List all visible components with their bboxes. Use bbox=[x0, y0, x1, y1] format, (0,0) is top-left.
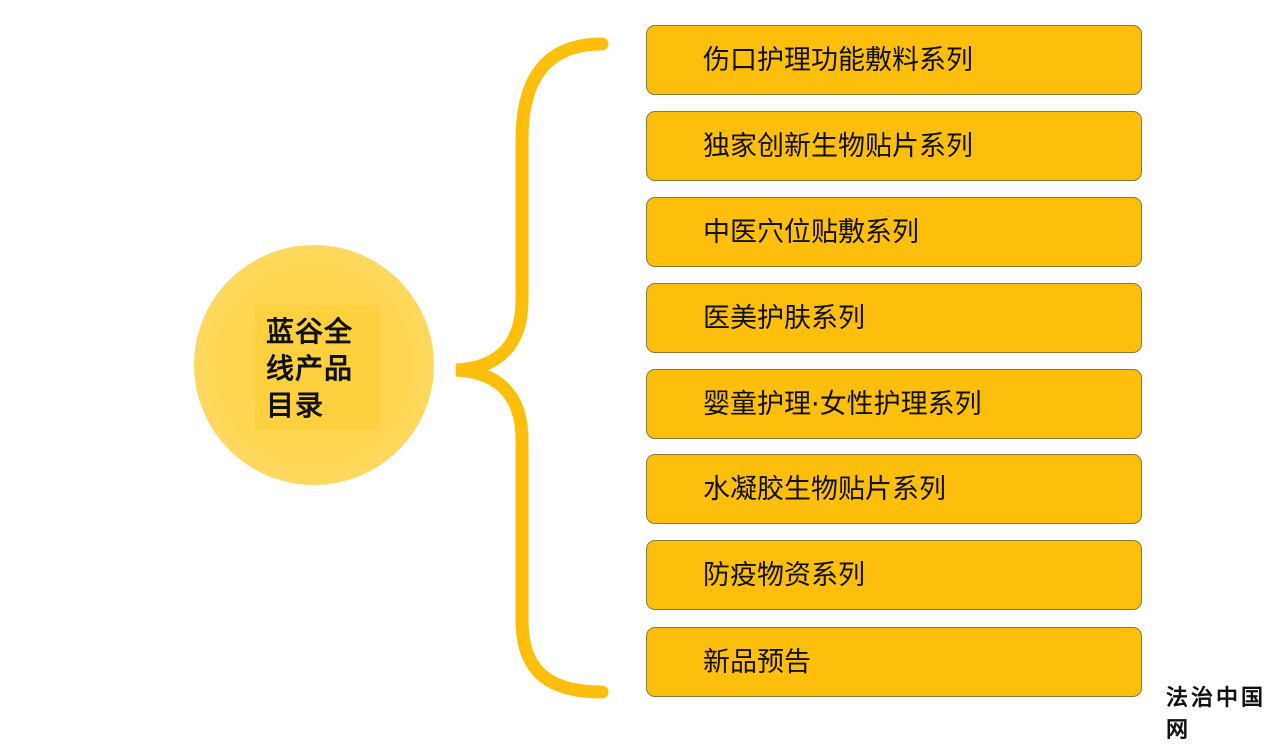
curly-brace bbox=[455, 37, 609, 699]
category-box[interactable]: 独家创新生物贴片系列 bbox=[646, 111, 1142, 181]
category-box[interactable]: 中医穴位贴敷系列 bbox=[646, 197, 1142, 267]
center-title: 蓝谷全线产品目录 bbox=[266, 315, 354, 422]
category-box[interactable]: 防疫物资系列 bbox=[646, 540, 1142, 610]
center-square bbox=[255, 305, 380, 430]
category-box[interactable]: 新品预告 bbox=[646, 627, 1142, 697]
category-label: 伤口护理功能敷料系列 bbox=[703, 45, 973, 76]
category-label: 水凝胶生物贴片系列 bbox=[703, 474, 946, 505]
category-label: 防疫物资系列 bbox=[703, 560, 865, 591]
category-box[interactable]: 伤口护理功能敷料系列 bbox=[646, 25, 1142, 95]
category-label: 新品预告 bbox=[703, 647, 811, 678]
watermark: 法治中国网 bbox=[1166, 685, 1267, 743]
category-box[interactable]: 医美护肤系列 bbox=[646, 283, 1142, 353]
brace-path bbox=[455, 37, 609, 699]
category-label: 中医穴位贴敷系列 bbox=[703, 217, 919, 248]
category-label: 婴童护理·女性护理系列 bbox=[703, 389, 982, 420]
category-label: 独家创新生物贴片系列 bbox=[703, 131, 973, 162]
category-box[interactable]: 水凝胶生物贴片系列 bbox=[646, 454, 1142, 524]
category-label: 医美护肤系列 bbox=[703, 303, 865, 334]
category-box[interactable]: 婴童护理·女性护理系列 bbox=[646, 369, 1142, 439]
